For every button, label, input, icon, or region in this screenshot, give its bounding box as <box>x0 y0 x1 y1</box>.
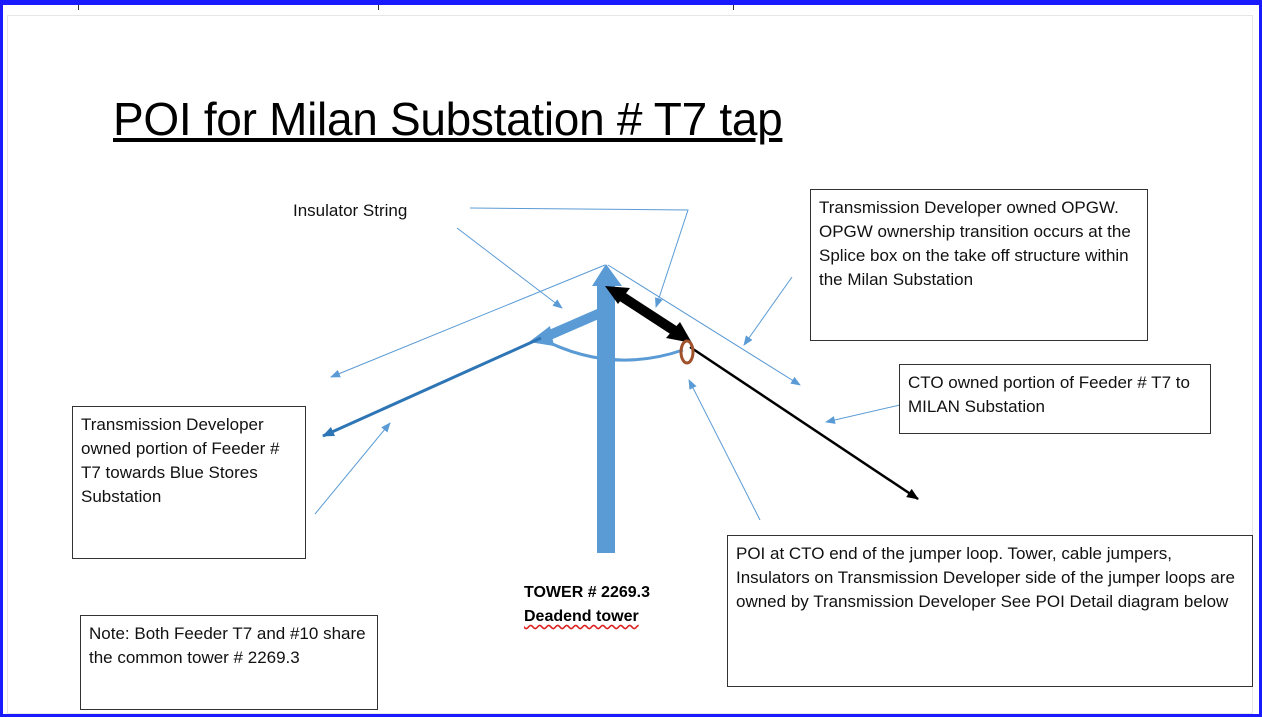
opgw-note-box: Transmission Developer owned OPGW. OPGW … <box>810 189 1148 341</box>
poi-pointer <box>688 379 761 521</box>
insulator-pointer-top <box>469 207 689 308</box>
insulator-pointer-left <box>456 227 563 309</box>
share-note-text: Note: Both Feeder T7 and #10 share the c… <box>89 624 366 667</box>
table-divider <box>378 5 379 10</box>
td-conductor <box>322 336 542 438</box>
tower-pole <box>592 264 622 553</box>
tower-type: Deadend tower <box>524 608 639 625</box>
opgw-note-text: Transmission Developer owned OPGW. OPGW … <box>819 198 1131 289</box>
table-divider <box>733 5 734 10</box>
cto-note-box: CTO owned portion of Feeder # T7 to MILA… <box>899 364 1211 434</box>
tower-id: TOWER # 2269.3 <box>524 584 650 601</box>
insulator-arm-right <box>605 286 692 343</box>
td-pointer <box>314 422 391 515</box>
opgw-line-right <box>607 264 801 386</box>
td-note-text: Transmission Developer owned portion of … <box>81 415 280 506</box>
table-divider <box>78 5 79 10</box>
jumper-loop <box>539 336 684 362</box>
cto-note-text: CTO owned portion of Feeder # T7 to MILA… <box>908 373 1190 416</box>
poi-note-box: POI at CTO end of the jumper loop. Tower… <box>727 535 1253 687</box>
insulator-string-label: Insulator String <box>293 201 408 220</box>
poi-note-text: POI at CTO end of the jumper loop. Tower… <box>736 544 1235 611</box>
cto-conductor <box>689 345 919 501</box>
slide-title: POI for Milan Substation # T7 tap <box>113 93 783 145</box>
opgw-pointer <box>743 276 793 346</box>
opgw-line-left <box>330 264 606 378</box>
share-note-box: Note: Both Feeder T7 and #10 share the c… <box>80 615 378 710</box>
poi-splice-ring <box>679 339 695 365</box>
td-note-box: Transmission Developer owned portion of … <box>72 406 306 559</box>
cto-pointer <box>825 404 901 424</box>
tower-label: TOWER # 2269.3 Deadend tower <box>524 581 650 629</box>
